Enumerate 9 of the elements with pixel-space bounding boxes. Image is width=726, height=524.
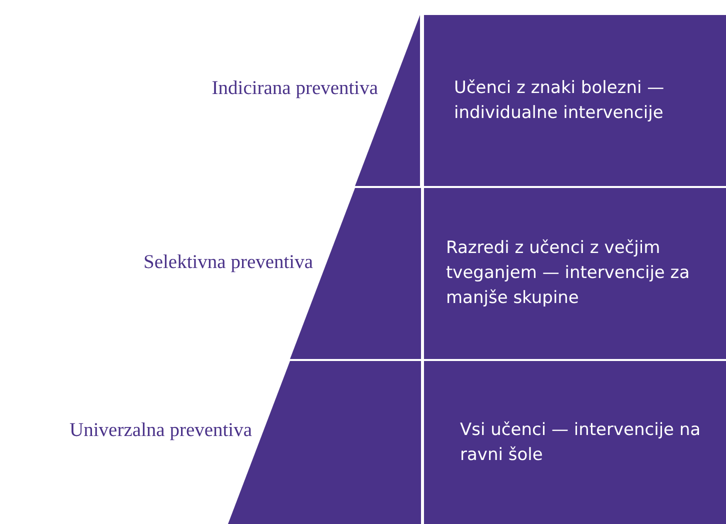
description-panel	[424, 188, 726, 359]
description-text: Vsi učenci — intervencije na ravni šole	[460, 418, 702, 466]
description-panel	[424, 361, 726, 524]
description-text: Razredi z učenci z večjim tveganjem — intervencije za manjše skupine	[446, 237, 691, 310]
level-label: Univerzalna preventiva	[70, 420, 252, 442]
level-label: Indicirana preventiva	[212, 78, 378, 100]
description-panel	[424, 15, 726, 186]
description-text: Učenci z znaki bolezni — individualne intervencije	[454, 76, 666, 124]
level-label: Selektivna preventiva	[144, 252, 313, 274]
